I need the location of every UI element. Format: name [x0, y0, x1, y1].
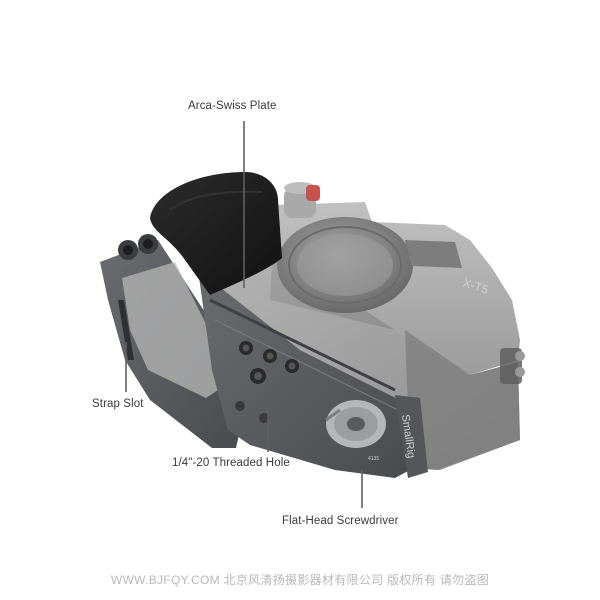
battery-window: [122, 262, 218, 398]
threaded-holes: [235, 341, 299, 423]
camera-body: [198, 182, 525, 470]
model-code: 4135: [368, 456, 379, 462]
screwdriver-label: Flat-Head Screwdriver: [282, 515, 399, 527]
watermark: WWW.BJFQY.COM 北京风清扬摄影器材有限公司 版权所有 请勿盗图: [110, 573, 490, 587]
threaded-hole-label: 1/4"-20 Threaded Hole: [172, 457, 290, 469]
callout-lines: [125, 121, 363, 508]
arca-swiss-plate-label: Arca-Swiss Plate: [188, 100, 277, 112]
camera-cage: [100, 234, 428, 478]
shutter-button-accent: [306, 185, 320, 201]
flat-head-screwdriver: [325, 400, 386, 448]
hand-grip: [150, 172, 282, 295]
strap-slot-label: Strap Slot: [92, 398, 144, 410]
